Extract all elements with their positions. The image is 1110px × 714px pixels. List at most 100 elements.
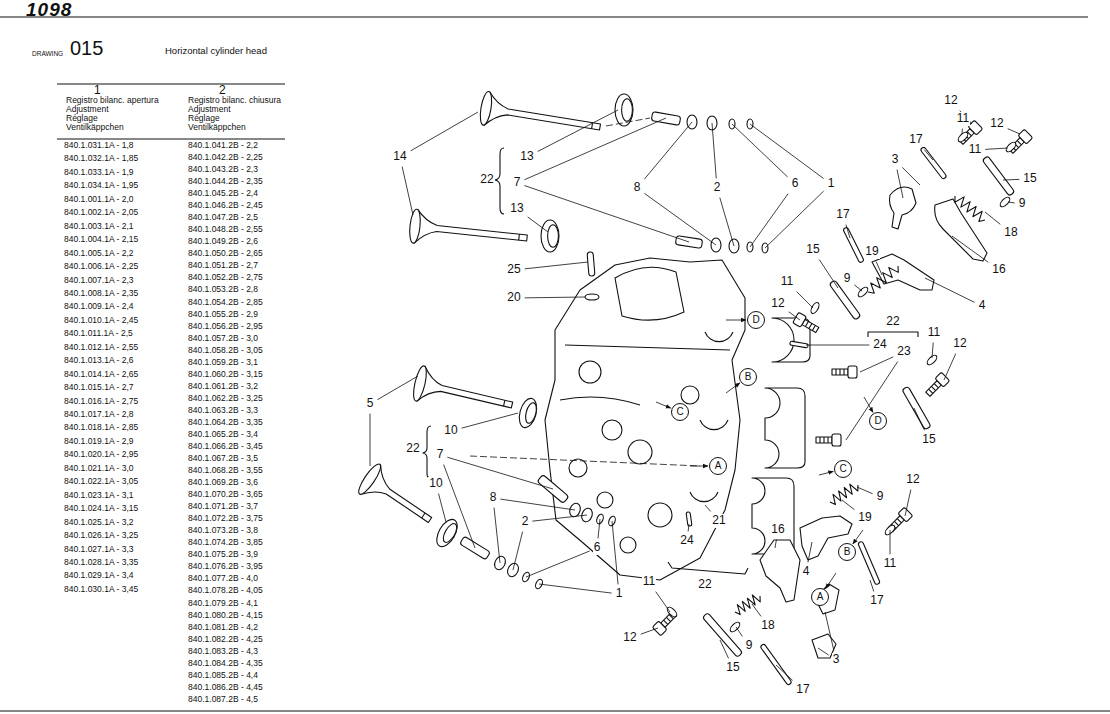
leader-line (924, 150, 933, 160)
table-header: Réglage (66, 114, 98, 123)
port-hole (597, 492, 613, 508)
callout-number: 16 (770, 523, 785, 536)
screw-head (1018, 129, 1033, 144)
rocker-arm (800, 516, 852, 560)
view-arrow (690, 466, 708, 467)
leader-line (952, 236, 988, 262)
table-cell: 840.1.068.2B - 3,55 (188, 466, 263, 475)
callout-number: 6 (593, 541, 602, 554)
leader-line (1003, 179, 1019, 181)
washer (585, 294, 599, 300)
valve-seal (541, 220, 559, 252)
callout-number: 10 (443, 424, 458, 437)
table-cell: 840.1.067.2B - 3,5 (188, 454, 258, 463)
leader-line (439, 494, 446, 522)
callout-number: 12 (943, 94, 958, 107)
table-cell: 840.1.075.2B - 3,9 (188, 550, 258, 559)
screw-thread (805, 321, 815, 330)
leader-group (370, 110, 1020, 680)
table-cell: 840.1.072.2B - 3,75 (188, 514, 263, 523)
washer (809, 301, 820, 314)
view-reference-circle: C (834, 460, 852, 478)
table-cell: 840.1.022.1A - 3,05 (64, 477, 138, 486)
table-cell: 840.1.066.2B - 3,45 (188, 442, 263, 451)
table-cell: 840.1.086.2B - 4,45 (188, 683, 263, 692)
leader-line (806, 345, 869, 346)
leader-line (526, 551, 590, 577)
table-cell: 840.1.057.2B - 3,0 (188, 334, 258, 343)
port-hole (602, 420, 622, 440)
table-cell: 840.1.017.1A - 2,8 (64, 410, 133, 419)
table-cell: 840.1.034.1A - 1,95 (64, 181, 138, 190)
table-cell: 840.1.012.1A - 2,55 (64, 343, 138, 352)
table-cell: 840.1.006.1A - 2,25 (64, 262, 138, 271)
leader-line (860, 357, 893, 372)
leader-line (525, 297, 585, 299)
table-cell: 840.1.053.2B - 2,8 (188, 285, 258, 294)
valve-groove (518, 234, 520, 240)
port-hole (620, 537, 636, 553)
table-cell: 840.1.060.2B - 3,15 (188, 370, 263, 379)
leader-line (846, 362, 898, 440)
adjuster-screw (816, 434, 841, 446)
valve-head (355, 461, 383, 496)
view-reference-circle: B (838, 543, 856, 561)
table-cell: 840.1.065.2B - 3,4 (188, 430, 258, 439)
port-hole (569, 459, 587, 477)
table-cell: 840.1.018.1A - 2,85 (64, 423, 138, 432)
callout-number: 11 (927, 326, 941, 339)
washer (957, 131, 970, 144)
cylinder-head (545, 258, 745, 580)
head-edge (560, 397, 640, 405)
valve-stem (484, 92, 603, 144)
leader-line (876, 262, 882, 275)
table-cell: 840.1.010.1A - 2,45 (64, 316, 138, 325)
callout-number: 10 (428, 477, 443, 490)
rocker-spring (955, 196, 985, 222)
intake-port (615, 267, 684, 320)
table-cell: 840.1.058.2B - 3,05 (188, 346, 263, 355)
view-reference-circle: D (869, 412, 887, 430)
view-letter: C (676, 407, 683, 417)
valve-head (408, 209, 422, 244)
screw-head (848, 366, 857, 378)
table-cell: 840.1.004.1A - 2,15 (64, 235, 138, 244)
leader-line (612, 521, 618, 584)
table-cell: 840.1.069.2B - 3,6 (188, 478, 258, 487)
leader-line (532, 515, 587, 521)
leader-line (775, 540, 776, 548)
view-arrow (826, 573, 836, 589)
table-cell: 840.1.056.2B - 2,95 (188, 322, 263, 331)
callout-number: 3 (891, 153, 900, 166)
leader-line (447, 457, 553, 489)
screw-shaft (802, 319, 819, 332)
table-cell: 840.1.008.1A - 2,35 (64, 289, 138, 298)
table-rule (57, 84, 285, 85)
table-cell: 840.1.042.2B - 2,25 (188, 153, 263, 162)
table-cell: 840.1.081.2B - 4,2 (188, 623, 258, 632)
leader-line (644, 193, 716, 245)
rocker-pin (858, 541, 881, 585)
callout-number: 12 (905, 473, 920, 486)
view-letter: A (817, 592, 824, 602)
callout-number: 13 (509, 202, 524, 215)
callout-number: 18 (760, 619, 775, 632)
valve-groove (504, 400, 505, 406)
view-arrow (656, 402, 671, 408)
table-cell: 840.1.087.2B - 4,5 (188, 695, 258, 704)
leader-line (985, 148, 1008, 149)
callout-number: 12 (770, 297, 785, 310)
table-cell: 840.1.044.2B - 2,35 (188, 177, 263, 186)
callout-number: 19 (857, 511, 872, 524)
callout-number: 2 (521, 515, 530, 528)
leader-line (890, 530, 891, 554)
table-cell: 840.1.013.1A - 2,6 (64, 356, 133, 365)
table-cell: 840.1.002.1A - 2,05 (64, 208, 138, 217)
leader-line (377, 376, 418, 400)
table-cell: 840.1.020.1A - 2,95 (64, 450, 138, 459)
bracket (423, 426, 431, 478)
table-cell: 840.1.024.1A - 3,15 (64, 504, 138, 513)
adjuster-screw (832, 366, 857, 378)
leader-line (444, 465, 475, 548)
washer (666, 606, 679, 619)
